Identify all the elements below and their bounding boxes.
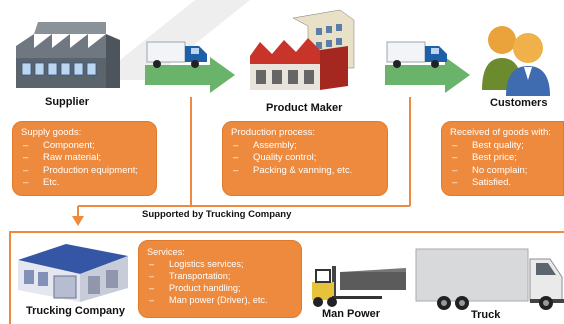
product-maker-label: Product Maker <box>266 102 343 114</box>
trucking-company-label: Trucking Company <box>26 305 126 317</box>
customers-info-box: Received of goods with: Best quality; Be… <box>441 121 564 196</box>
truck-icon <box>146 41 207 68</box>
supplier-box-title: Supply goods: <box>21 127 82 138</box>
services-box-title: Services: <box>147 247 185 257</box>
services-info-box: Services: Logistics services; Transporta… <box>138 240 302 318</box>
list-item: Assembly; <box>231 140 379 153</box>
big-truck-icon <box>415 248 564 310</box>
list-item: Etc. <box>21 177 148 190</box>
maker-info-box: Production process: Assembly; Quality co… <box>222 121 388 196</box>
flow-arrow-delivery <box>385 57 470 93</box>
list-item: Product handling; <box>147 282 293 294</box>
forklift-icon <box>312 266 406 307</box>
delivery-truck-icon <box>386 41 447 68</box>
list-item: Packing & vanning, etc. <box>231 165 379 178</box>
list-item: Production equipment; <box>21 165 148 178</box>
connector-label: Supported by Trucking Company <box>142 209 292 220</box>
list-item: Transportation; <box>147 270 293 282</box>
factory-icon <box>16 22 120 88</box>
supplier-label: Supplier <box>45 96 90 108</box>
list-item: Quality control; <box>231 152 379 165</box>
customers-box-title: Received of goods with: <box>450 127 551 138</box>
list-item: No complain; <box>450 165 555 178</box>
customers-label: Customers <box>490 97 548 109</box>
list-item: Raw material; <box>21 152 148 165</box>
man-power-label: Man Power <box>322 308 381 320</box>
truck-label: Truck <box>471 309 501 321</box>
list-item: Man power (Driver), etc. <box>147 294 293 306</box>
list-item: Best price; <box>450 152 555 165</box>
people-icon <box>482 26 550 96</box>
flow-arrow-supply <box>145 57 235 93</box>
maker-box-title: Production process: <box>231 127 315 138</box>
list-item: Best quality; <box>450 140 555 153</box>
supplier-info-box: Supply goods: Component; Raw material; P… <box>12 121 157 196</box>
warehouse-icon <box>18 244 128 302</box>
product-maker-factory-icon <box>250 9 355 90</box>
list-item: Logistics services; <box>147 258 293 270</box>
list-item: Satisfied. <box>450 177 555 190</box>
list-item: Component; <box>21 140 148 153</box>
